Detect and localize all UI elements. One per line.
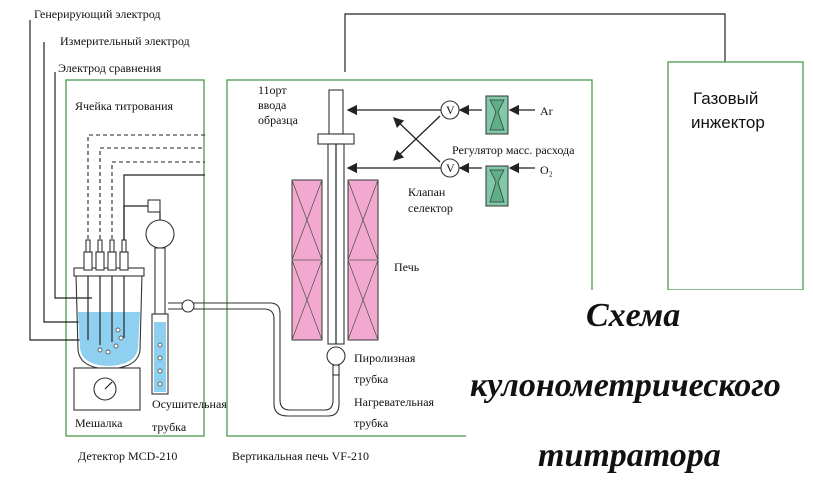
detector-label: Детектор MCD-210: [78, 449, 177, 463]
drying-tube: [145, 212, 175, 395]
vertical-furnace-label: Вертикальная печь VF-210: [232, 449, 369, 463]
ref-electrode-leader: [54, 72, 92, 299]
valve-cross-1: [393, 117, 441, 163]
electrode-wire-3: [111, 161, 205, 246]
heating-tube-line: [168, 302, 334, 411]
pyrolysis-label-1: Пиролизная: [354, 351, 416, 365]
dryer-label-2: трубка: [152, 420, 187, 434]
heating-label-2: трубка: [354, 416, 389, 430]
gen-electrode-leader: [29, 20, 100, 341]
heating-label-1: Нагревательная: [354, 395, 435, 409]
meas-electrode-label: Измерительный электрод: [60, 34, 190, 48]
gas-transfer-tube: [123, 205, 150, 240]
pyrolysis-tube: [317, 89, 355, 376]
injector-signal-line: [344, 13, 726, 72]
gen-electrode-label: Генерирующий электрод: [34, 7, 160, 21]
meas-electrode-leader: [43, 42, 98, 323]
cell-label: Ячейка титрования: [75, 99, 173, 113]
titration-cell: [73, 239, 145, 370]
o2-label: O₂: [540, 163, 553, 177]
valve-label-2: селектор: [408, 201, 453, 215]
valve-ar-label: V: [446, 103, 455, 117]
pyrolysis-label-2: трубка: [354, 372, 389, 386]
title-line-1: Схема: [586, 297, 680, 334]
mass-flow-regulator-ar: [485, 95, 509, 135]
valve-ar: [440, 100, 460, 120]
cell-connector: [147, 199, 161, 213]
title-line-3: титратора: [538, 437, 721, 474]
title-line-2: кулонометрического: [470, 367, 781, 404]
furnace-heater-right: [347, 179, 379, 341]
furnace-label: Печь: [394, 260, 420, 274]
stirrer-label: Мешалка: [75, 416, 123, 430]
furnace-heater-left: [291, 179, 323, 341]
valve-cross-2: [393, 115, 441, 161]
valve-o2: [440, 158, 460, 178]
detector-frame: [65, 79, 205, 437]
port-label-3: образца: [258, 113, 299, 127]
dryer-label-1: Осушительная: [152, 397, 227, 411]
port-label-2: ввода: [258, 98, 287, 112]
regulator-label: Регулятор масс. расхода: [452, 143, 575, 157]
port-label-1: 11орт: [258, 83, 287, 97]
injector-label-2: инжектор: [691, 113, 765, 132]
ref-electrode-label: Электрод сравнения: [58, 61, 162, 75]
electrode-wire-1: [87, 134, 205, 246]
valve-label-1: Клапан: [408, 185, 446, 199]
title-backdrop: [466, 290, 813, 492]
ar-label: Ar: [540, 104, 553, 118]
electrode-wire-2: [99, 147, 205, 246]
valve-o2-label: V: [446, 161, 455, 175]
stirrer: [73, 367, 141, 411]
stopcock: [181, 299, 195, 313]
mass-flow-regulator-o2: [485, 165, 509, 207]
furnace-frame: [226, 79, 593, 437]
injector-label-1: Газовый: [693, 89, 758, 108]
